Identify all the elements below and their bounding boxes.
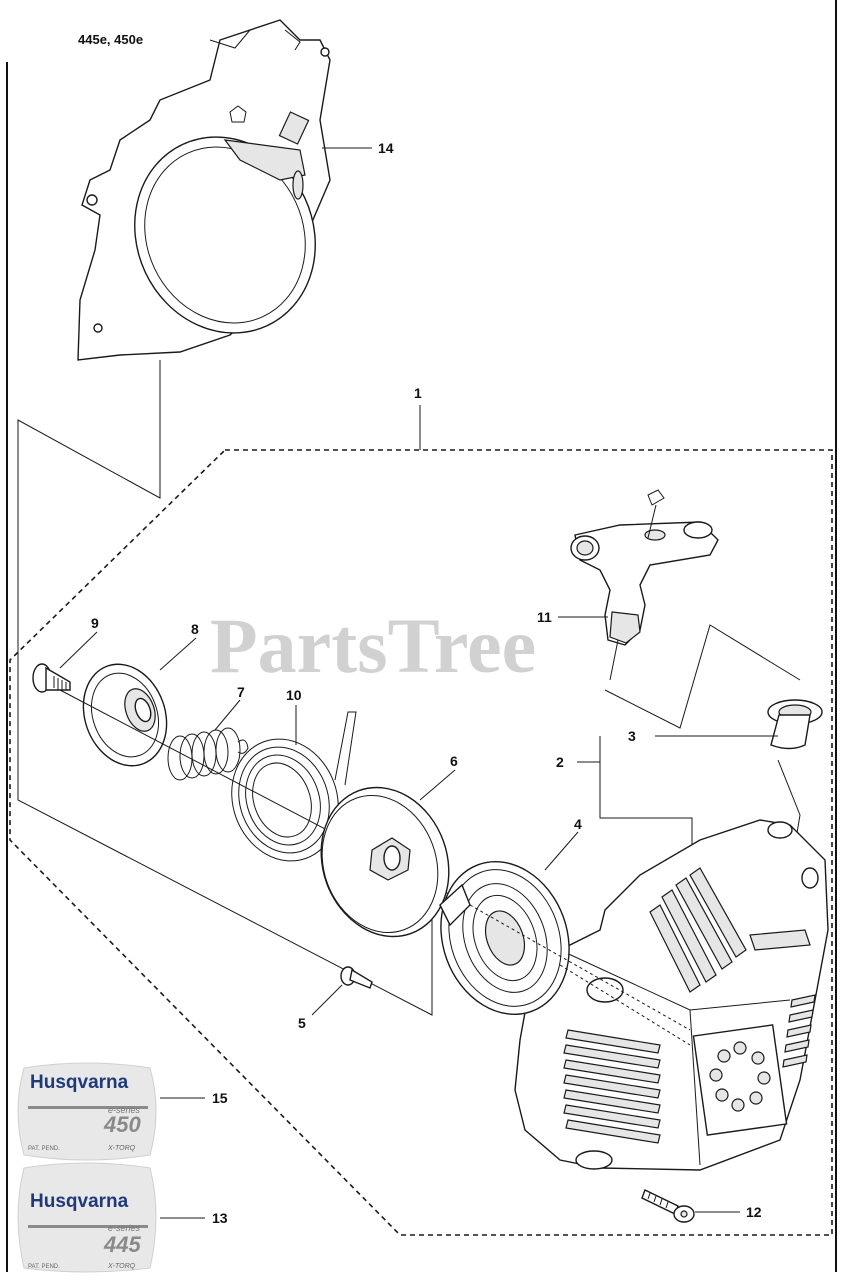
decal-part-13[interactable]: Husqvarna e-series 445 PAT. PEND. X-TORQ [17,1162,157,1273]
side-vents [782,994,816,1068]
handle-frame-line [604,624,801,729]
exploded-frame-line [17,360,433,1016]
callout-9[interactable]: 9 [91,615,99,631]
callout-7[interactable]: 7 [237,684,245,700]
circular-vent-pattern [692,1024,788,1136]
callout-1[interactable]: 1 [414,385,422,401]
callout-4[interactable]: 4 [574,816,582,832]
assembly-boundary-part-1 [9,449,833,1236]
callout-6[interactable]: 6 [450,753,458,769]
pulley-part-8[interactable] [70,652,181,777]
decal-13-brand: Husqvarna [30,1191,129,1212]
recoil-spring-part-10[interactable] [215,711,357,876]
decal-15-pat: PAT. PEND. [28,1146,60,1152]
decal-15-brand: Husqvarna [30,1072,129,1093]
callout-8[interactable]: 8 [191,621,199,637]
decal-15-model: 450 [103,1112,141,1137]
decal-13-series: e-series [108,1223,141,1233]
guide-line-a [469,904,691,1031]
callout-13[interactable]: 13 [212,1210,228,1226]
decal-part-15[interactable]: Husqvarna e-series 450 PAT. PEND. X-TORQ [17,1062,157,1161]
starter-housing-part-2[interactable] [514,819,829,1171]
leader-8 [159,637,197,671]
decal-13-xtorq: X-TORQ [107,1263,136,1270]
pulley-disc-part-6[interactable] [301,769,470,954]
leader-2 [577,736,693,870]
guide-line-b [559,964,691,1046]
top-vents [649,867,747,993]
leader-7 [214,699,241,731]
screw-part-5[interactable] [340,966,373,989]
callout-15[interactable]: 15 [212,1090,228,1106]
callout-14[interactable]: 14 [378,140,394,156]
watermark: PartsTree [210,602,536,689]
decal-13-pat: PAT. PEND. [28,1264,60,1270]
callout-12[interactable]: 12 [746,1204,762,1220]
screw-part-12[interactable] [641,1189,695,1223]
decal-13-stripe [28,1225,148,1228]
front-vents [563,1029,661,1144]
bushing-part-3[interactable] [767,699,823,750]
recoil-assembly-part-4[interactable] [420,843,590,1032]
decal-15-stripe [28,1106,148,1109]
callout-3[interactable]: 3 [628,728,636,744]
leader-4 [544,831,579,871]
decal-15-xtorq: X-TORQ [107,1145,136,1152]
decal-13-model: 445 [103,1232,141,1257]
callout-5[interactable]: 5 [298,1015,306,1031]
callout-10[interactable]: 10 [286,687,302,703]
leader-5 [311,984,343,1016]
leader-6 [419,769,456,801]
fan-cover-part-14[interactable] [77,19,347,363]
decal-15-series: e-series [108,1105,141,1115]
screw-part-9[interactable] [32,663,71,693]
callout-2[interactable]: 2 [556,754,564,770]
spring-part-7[interactable] [167,727,249,781]
leader-9 [59,631,98,669]
callout-11[interactable]: 11 [537,609,552,625]
starter-handle-part-11[interactable] [570,489,719,681]
model-label: 445e, 450e [78,32,143,47]
